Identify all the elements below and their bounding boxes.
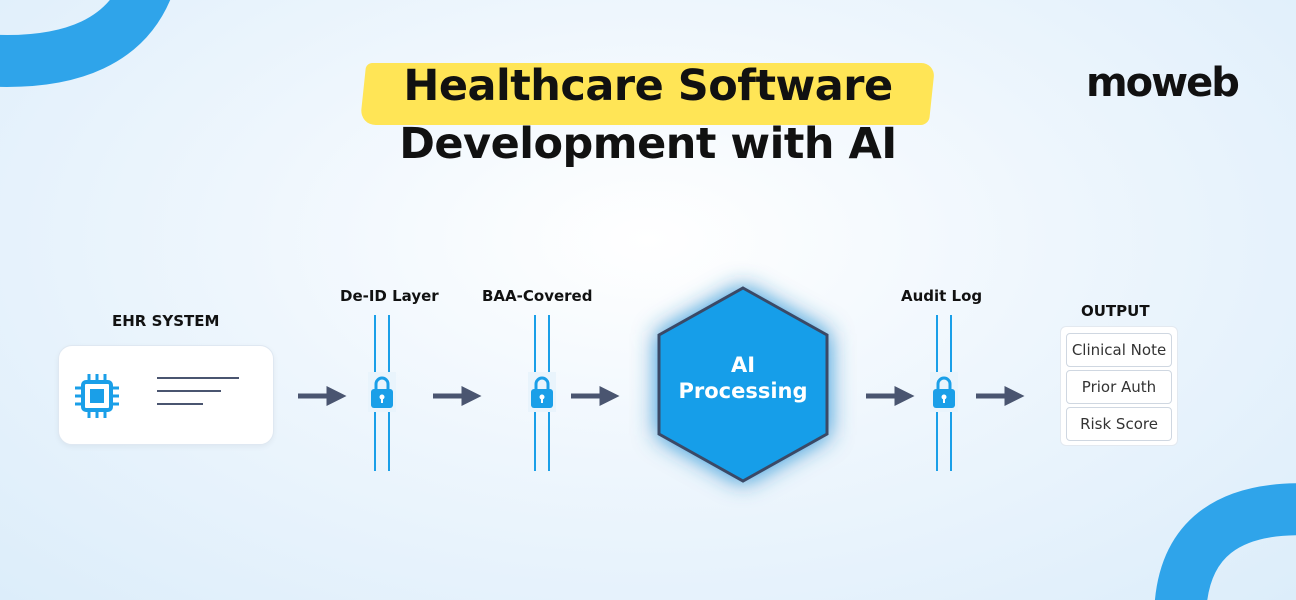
output-item-risk-score: Risk Score [1066, 407, 1172, 441]
lock-icon [930, 372, 958, 412]
output-label: OUTPUT [1081, 302, 1150, 320]
ehr-system-card [58, 345, 274, 445]
lock-icon [528, 372, 556, 412]
ai-label-line-1: AI [730, 353, 756, 377]
ai-label-line-2: Processing [678, 379, 808, 403]
baa-covered-label: BAA-Covered [482, 287, 593, 305]
brand-logo[interactable]: moweb [1086, 60, 1240, 106]
ai-hexagon [657, 286, 829, 483]
page-title: Healthcare Software Development with AI [0, 55, 1296, 169]
title-line-1: Healthcare Software [403, 61, 893, 111]
output-item-clinical-note: Clinical Note [1066, 333, 1172, 367]
lock-icon [368, 372, 396, 412]
ai-processing-label: AI Processing [658, 352, 828, 404]
output-card: Clinical Note Prior Auth Risk Score [1060, 326, 1178, 446]
deid-layer-label: De-ID Layer [340, 287, 439, 305]
audit-log-label: Audit Log [901, 287, 983, 305]
ehr-system-label: EHR SYSTEM [112, 312, 220, 330]
output-item-prior-auth: Prior Auth [1066, 370, 1172, 404]
text-lines-icon [157, 377, 239, 405]
chip-icon [75, 374, 119, 418]
title-line-2: Development with AI [399, 119, 897, 169]
